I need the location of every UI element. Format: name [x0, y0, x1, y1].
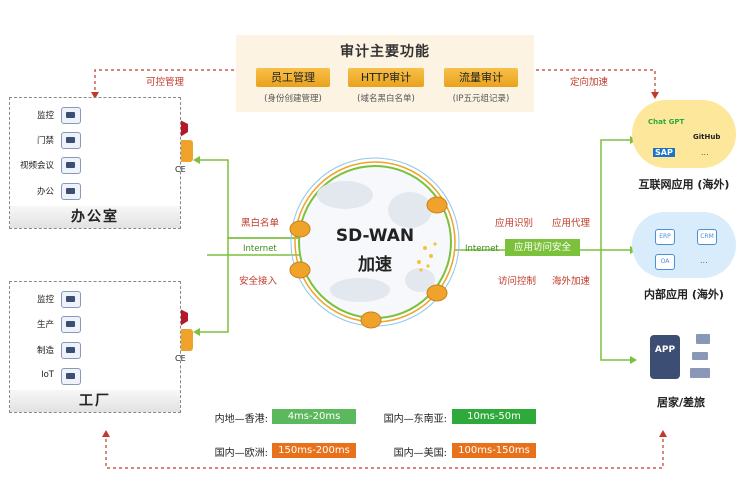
traffic-audit-button[interactable]: 流量审计: [444, 68, 518, 87]
sap-icon: SAP: [653, 148, 675, 157]
factory-ce-firewall-icon[interactable]: [167, 309, 193, 351]
latency-value-eu: 150ms-200ms: [272, 443, 356, 458]
more-icon: ...: [700, 256, 708, 265]
audit-functions-panel: 审计主要功能 员工管理 (身份创建管理) HTTP审计 (域名黑白名单) 流量审…: [236, 35, 534, 112]
latency-value-sea: 10ms-50m: [452, 409, 536, 424]
office-ce-label: CE: [175, 165, 186, 174]
http-audit-button[interactable]: HTTP审计: [348, 68, 424, 87]
office-item-work: 办公: [36, 187, 54, 197]
door-icon: [61, 132, 81, 149]
office-site: 办公室: [9, 97, 181, 229]
globe-node-left-bottom[interactable]: [290, 262, 310, 278]
home-travel-label: 居家/差旅: [656, 396, 706, 409]
latency-region-eu: 国内—欧洲:: [214, 448, 268, 459]
machine-icon: [61, 342, 81, 359]
office-item-monitor: 监控: [36, 111, 54, 121]
left-internet-label: Internet: [243, 244, 277, 254]
factory-building-icon: [110, 308, 150, 353]
factory-item-monitor: 监控: [36, 295, 54, 305]
app-access-security-badge: 应用访问安全: [505, 239, 580, 256]
latency-region-sea: 国内—东南亚:: [383, 414, 447, 425]
internal-apps-label: 内部应用 (海外): [644, 288, 724, 301]
office-item-video: 视频会议: [19, 161, 54, 171]
sdwan-subtitle: 加速: [358, 255, 392, 275]
factory-item-production: 生产: [36, 320, 54, 330]
blackwhite-list-label: 黑白名单: [241, 218, 280, 229]
office-building-icon: [112, 136, 150, 172]
right-internet-label: Internet: [465, 244, 499, 254]
controllable-management-label: 可控管理: [146, 77, 185, 88]
crm-icon: CRM: [697, 229, 717, 245]
overseas-acceleration-label: 海外加速: [552, 276, 591, 287]
latency-region-hk: 内地—香港:: [214, 414, 268, 425]
office-title: 办公室: [10, 206, 180, 228]
latency-value-us: 100ms-150ms: [452, 443, 536, 458]
github-icon: GitHub: [693, 133, 721, 141]
employee-management-sub: (身份创建管理): [264, 94, 322, 104]
traffic-audit-sub: (IP五元组记录): [452, 94, 510, 104]
globe-node-right-bottom[interactable]: [427, 285, 447, 301]
secure-access-label: 安全接入: [239, 276, 278, 287]
globe-node-left-top[interactable]: [290, 221, 310, 237]
video-icon: [61, 157, 81, 174]
camera-icon: [61, 107, 81, 124]
oa-icon: OA: [655, 254, 675, 270]
office-ce-firewall-icon[interactable]: [167, 120, 193, 162]
access-control-label: 访问控制: [498, 276, 537, 287]
app-proxy-label: 应用代理: [552, 218, 591, 229]
computer-icon: [61, 183, 81, 200]
latency-region-us: 国内—美国:: [393, 448, 447, 459]
app-identify-label: 应用识别: [495, 218, 534, 229]
factory-item-iot: IoT: [41, 370, 54, 380]
erp-icon: ERP: [655, 229, 675, 245]
directed-acceleration-label: 定向加速: [570, 77, 609, 88]
factory-title: 工厂: [10, 390, 180, 412]
internal-apps-cloud[interactable]: [632, 212, 736, 278]
globe-node-right-top[interactable]: [427, 197, 447, 213]
gears-icon: [61, 316, 81, 333]
factory-ce-label: CE: [175, 354, 186, 363]
iot-icon: [61, 368, 81, 385]
internet-apps-cloud[interactable]: [632, 100, 736, 168]
factory-item-manufacture: 制造: [36, 346, 54, 356]
internet-apps-label: 互联网应用 (海外): [638, 178, 730, 191]
more-icon: ...: [701, 148, 709, 157]
factory-site: 工厂: [9, 281, 181, 413]
latency-value-hk: 4ms-20ms: [272, 409, 356, 424]
employee-management-button[interactable]: 员工管理: [256, 68, 330, 87]
chatgpt-icon: Chat GPT: [648, 118, 685, 126]
camera-icon: [61, 291, 81, 308]
office-item-access: 门禁: [36, 136, 54, 146]
sdwan-title: SD-WAN: [335, 226, 415, 246]
audit-functions-title: 审计主要功能: [340, 44, 430, 60]
http-audit-sub: (域名黑白名单): [357, 94, 415, 104]
app-phone-icon[interactable]: APP: [654, 345, 676, 355]
